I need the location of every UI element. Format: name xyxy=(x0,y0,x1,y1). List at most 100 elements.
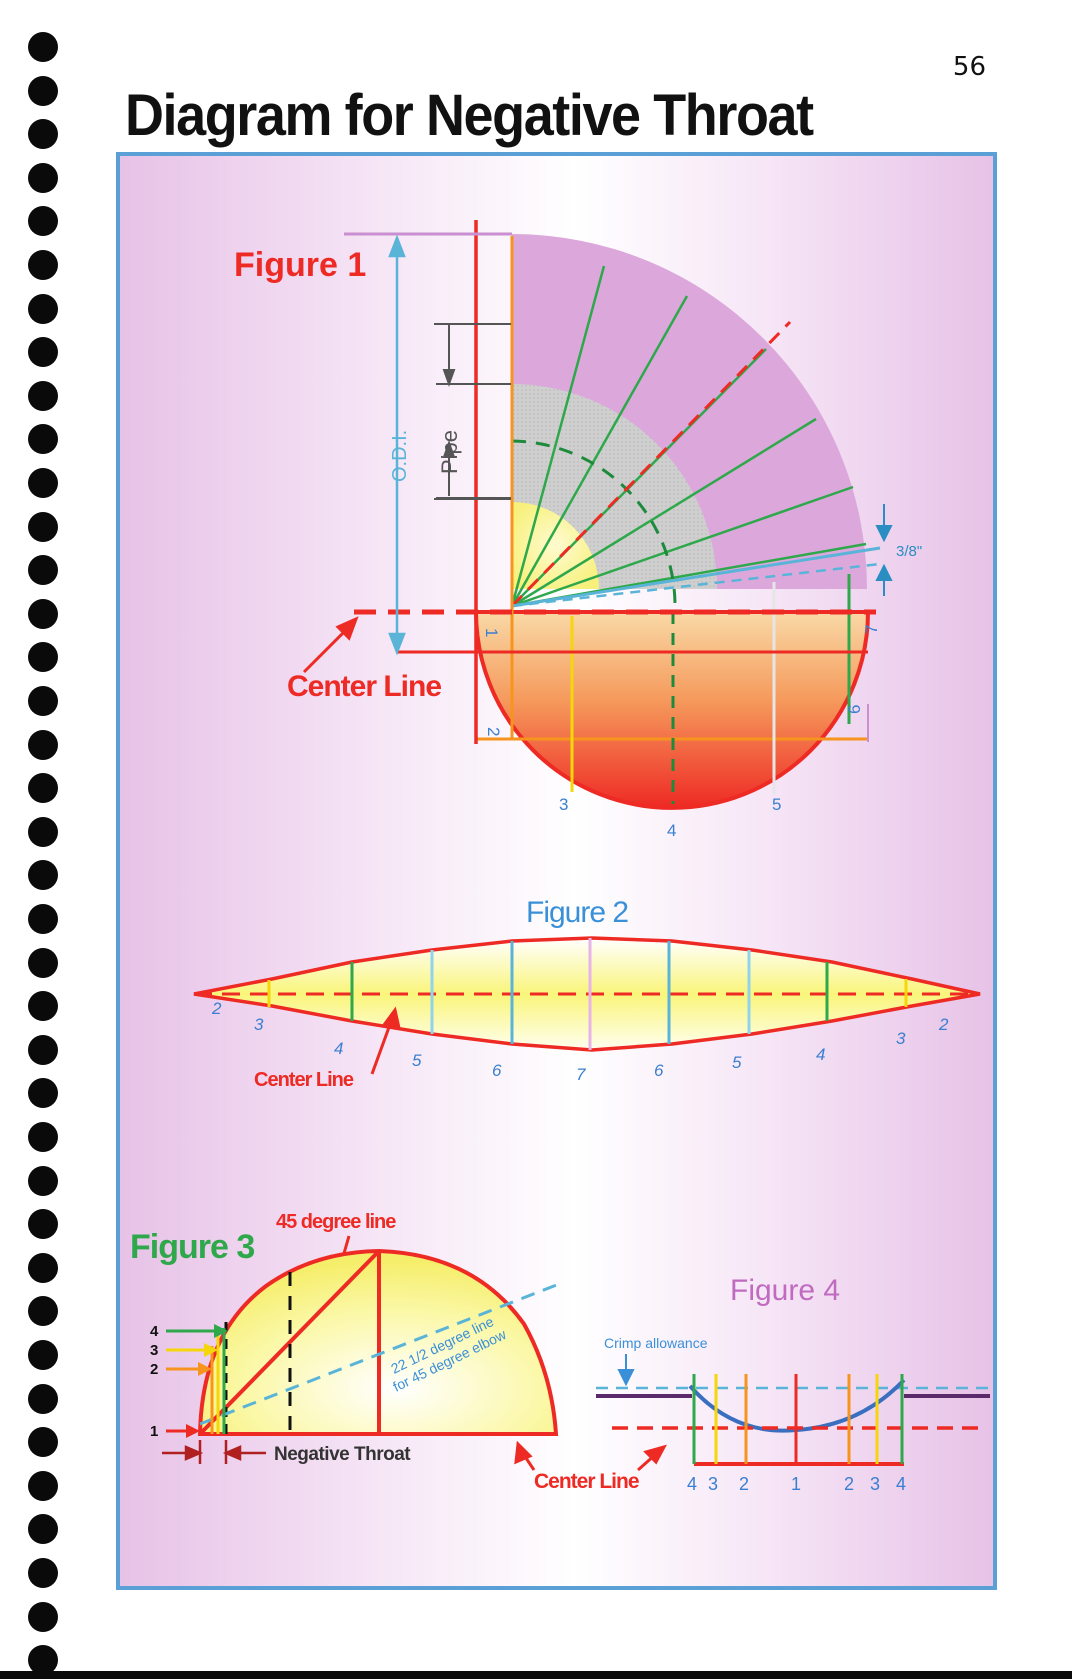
binding-hole xyxy=(28,380,58,411)
figure-3: Figure 3 45 degree line 22 1/2 degree li… xyxy=(130,1211,560,1471)
binding-hole xyxy=(28,904,58,934)
f4-point-1: 1 xyxy=(791,1474,801,1494)
binding-hole xyxy=(28,642,58,673)
binding-hole xyxy=(28,424,58,455)
figure-1-title: Figure 1 xyxy=(234,246,366,284)
point-2-label: 2 xyxy=(484,727,503,736)
figure-4: Figure 4 Crimp allowance 4 xyxy=(596,1274,992,1494)
figure-4-ordinates xyxy=(692,1374,904,1464)
figure-3-22-line xyxy=(199,1282,560,1426)
binding-hole xyxy=(28,1427,58,1458)
binding-hole xyxy=(28,860,58,891)
binding-hole xyxy=(28,250,58,280)
crimp-arrow xyxy=(617,1354,635,1387)
offset-label: 3/8" xyxy=(896,543,922,560)
figure-1-center-line-label: Center Line xyxy=(287,670,441,703)
f2-point-6-right: 6 xyxy=(654,1061,664,1080)
forty-five-line xyxy=(510,320,792,608)
binding-hole xyxy=(28,1340,58,1370)
mark-1-label: 1 xyxy=(150,1423,158,1440)
figure-4-title: Figure 4 xyxy=(730,1274,840,1307)
mark-2-label: 2 xyxy=(150,1361,158,1378)
f2-point-4-right: 4 xyxy=(816,1045,825,1064)
f2-point-2-left: 2 xyxy=(211,999,222,1018)
diagram-panel: Figure 1 O.D.I. Pipe 3/8" Center Line 1 … xyxy=(116,152,997,1590)
f2-point-2-right: 2 xyxy=(938,1015,949,1034)
binding-hole xyxy=(28,511,58,542)
figure-2-point-labels: 2 3 4 5 6 7 6 5 4 3 2 xyxy=(211,999,949,1084)
inner-dashed-arc xyxy=(511,439,677,609)
mark-3-label: 3 xyxy=(150,1342,158,1359)
figure-1-point-labels: 1 2 3 4 5 6 7 xyxy=(482,625,881,840)
point-7-label: 7 xyxy=(862,625,881,634)
offset-dashed-line xyxy=(511,562,881,608)
center-line-arrow xyxy=(302,616,359,674)
f2-point-3-right: 3 xyxy=(896,1029,906,1048)
point-6-label: 6 xyxy=(845,705,864,714)
binding-hole xyxy=(28,337,58,368)
binding-hole xyxy=(28,555,58,586)
point-1-label: 1 xyxy=(482,628,501,637)
figure-2-title: Figure 2 xyxy=(526,896,628,929)
f2-point-3-left: 3 xyxy=(254,1015,264,1034)
figure-2: Figure 2 Center Line 2 3 xyxy=(193,896,981,1091)
binding-hole xyxy=(28,1514,58,1545)
point-5-label: 5 xyxy=(772,795,781,814)
odi-label: O.D.I. xyxy=(389,430,411,482)
figure-4-point-labels: 4 3 2 1 2 3 4 xyxy=(687,1474,906,1494)
crimp-label: Crimp allowance xyxy=(604,1335,708,1351)
point-4-label: 4 xyxy=(667,821,676,840)
mark-4-label: 4 xyxy=(150,1323,159,1340)
binding-hole xyxy=(28,293,58,324)
figure-3-marks: 4 3 2 1 xyxy=(150,1323,159,1440)
negative-throat-label: Negative Throat xyxy=(274,1444,411,1465)
point-3-label: 3 xyxy=(559,795,568,814)
binding-hole xyxy=(28,1601,58,1632)
page-number: 56 xyxy=(952,52,986,82)
f4-point-3-left: 3 xyxy=(708,1474,718,1494)
binding-hole xyxy=(28,1470,58,1501)
diagram-canvas: Figure 1 O.D.I. Pipe 3/8" Center Line 1 … xyxy=(130,220,992,1494)
binding-hole xyxy=(28,729,58,760)
figure-2-center-line-label: Center Line xyxy=(254,1069,354,1091)
figure-2-center-arrow xyxy=(370,1006,401,1075)
binding-hole xyxy=(28,1296,58,1327)
binding-hole xyxy=(28,1252,58,1283)
f2-point-7: 7 xyxy=(576,1065,586,1084)
binding-hole xyxy=(28,1165,58,1196)
binding-hole xyxy=(28,686,58,716)
binding-hole xyxy=(28,468,58,498)
binding-hole xyxy=(28,1558,58,1588)
ordinate-lines xyxy=(570,574,851,804)
binding-hole xyxy=(28,1645,58,1676)
figure-3-title: Figure 3 xyxy=(130,1228,254,1266)
line-45-label: 45 degree line xyxy=(276,1211,396,1233)
binding-hole xyxy=(28,598,58,629)
binding-hole xyxy=(28,947,58,978)
figure-3-mark-arrows xyxy=(166,1324,228,1438)
figure-4-center-arrow xyxy=(637,1444,667,1472)
f2-point-5-right: 5 xyxy=(732,1053,742,1072)
pipe-label: Pipe xyxy=(437,430,462,474)
f2-point-4-left: 4 xyxy=(334,1039,343,1058)
offset-arrows xyxy=(875,504,893,596)
figure-1: Figure 1 O.D.I. Pipe 3/8" Center Line 1 … xyxy=(234,220,922,840)
f2-point-6-left: 6 xyxy=(492,1061,502,1080)
binding-hole xyxy=(28,816,58,847)
f4-point-4-left: 4 xyxy=(687,1474,697,1494)
binding-hole xyxy=(28,75,58,106)
figure-3-45-line xyxy=(198,1249,381,1436)
spiral-binding xyxy=(0,0,70,1679)
figure-2-ordinates xyxy=(267,938,908,1050)
binding-hole xyxy=(28,1209,58,1240)
binding-hole xyxy=(28,773,58,804)
f4-point-2-right: 2 xyxy=(844,1474,854,1494)
binding-hole xyxy=(28,991,58,1022)
f4-point-4-right: 4 xyxy=(896,1474,906,1494)
offset-line xyxy=(511,546,881,608)
binding-hole xyxy=(28,162,58,193)
f2-point-5-left: 5 xyxy=(412,1051,422,1070)
bottom-rule xyxy=(0,1671,1072,1679)
pipe-dimension xyxy=(434,323,511,500)
binding-hole xyxy=(28,119,58,150)
